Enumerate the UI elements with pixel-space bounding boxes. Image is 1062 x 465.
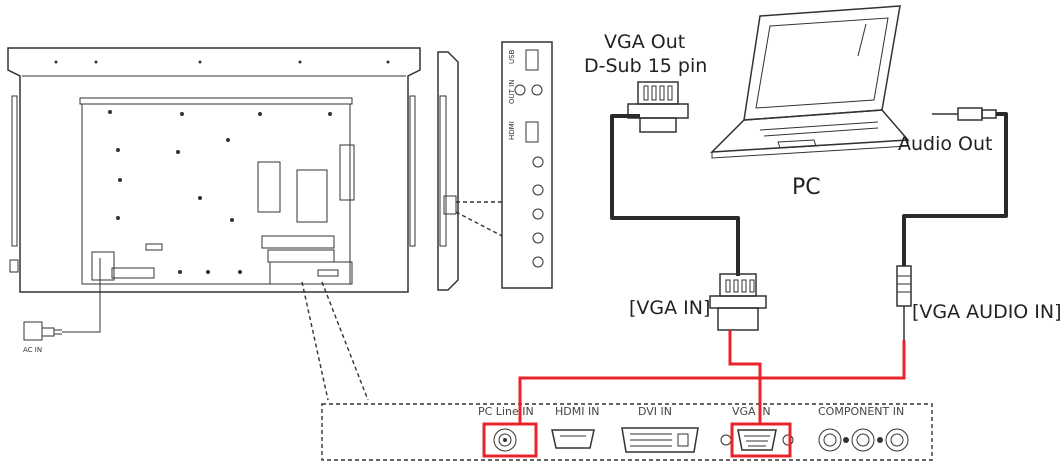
ac-in-label: AC IN (23, 346, 42, 354)
side-port-strip: USB OUT IN HDMI (501, 41, 553, 289)
component-in-ports (818, 428, 909, 452)
port-label-hdmi-in: HDMI IN (555, 405, 599, 418)
monitor-side-view (437, 51, 459, 291)
pc-label: PC (792, 175, 821, 200)
vga-out-label-line1: VGA Out (604, 31, 685, 53)
port-label-dvi-in: DVI IN (638, 405, 672, 418)
port-label-component-in: COMPONENT IN (818, 405, 904, 418)
vga-audio-in-label: [VGA AUDIO IN] (912, 301, 1062, 323)
audio-out-plug: Audio Out (898, 107, 1008, 266)
svg-text:OUT IN: OUT IN (508, 80, 516, 104)
dvi-in-port (621, 427, 699, 453)
audio-out-label: Audio Out (898, 133, 993, 155)
port-panel: PC Line IN HDMI IN DVI IN VGA IN COMPONE… (321, 403, 933, 461)
svg-text:USB: USB (508, 49, 516, 64)
vga-in-port (720, 429, 794, 451)
monitor-back-view (7, 47, 421, 293)
hdmi-in-port (551, 429, 595, 449)
pc-line-in-port (493, 428, 517, 452)
vga-in-label: [VGA IN] (629, 297, 710, 319)
vga-in-plug: [VGA IN] (629, 273, 767, 331)
laptop-pc: PC (710, 5, 910, 200)
port-label-pc-line-in: PC Line IN (478, 405, 534, 418)
red-connection-lines (518, 330, 906, 424)
vga-out-connector: VGA Out D-Sub 15 pin (584, 31, 740, 276)
svg-text:HDMI: HDMI (508, 121, 516, 140)
vga-out-label-line2: D-Sub 15 pin (584, 55, 707, 77)
pc-line-in-highlight (482, 422, 538, 458)
vga-audio-in-plug: [VGA AUDIO IN] (896, 265, 1062, 340)
ac-in-socket: AC IN (23, 258, 101, 354)
port-label-vga-in: VGA IN (732, 405, 771, 418)
